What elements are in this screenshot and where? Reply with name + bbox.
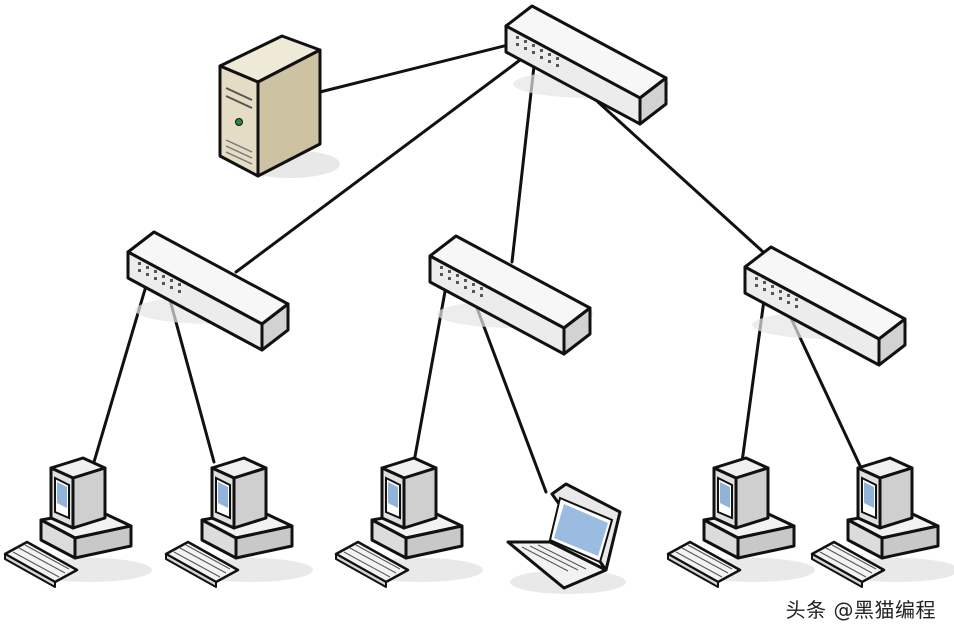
link-switch-middle-laptop-1	[472, 298, 548, 494]
link-core-server	[318, 42, 514, 94]
desktop-pc-5-icon	[810, 456, 954, 589]
watermark-text: 头条 @黑猫编程	[785, 598, 936, 622]
link-core-switch-left	[234, 58, 522, 274]
desktop-pc-3-icon	[334, 456, 485, 589]
switch-right-icon	[743, 245, 910, 367]
server-icon	[218, 34, 342, 180]
desktop-pc-1-icon	[3, 456, 154, 589]
link-core-switch-middle	[510, 64, 536, 264]
laptop-1-icon	[506, 482, 628, 596]
link-switch-right-pc-5	[788, 314, 864, 472]
desktop-pc-4-icon	[666, 456, 817, 589]
link-switch-left-pc-2	[168, 298, 216, 464]
link-core-switch-right	[596, 100, 774, 262]
desktop-pc-2-icon	[164, 456, 315, 589]
link-switch-left-pc-1	[92, 284, 148, 464]
